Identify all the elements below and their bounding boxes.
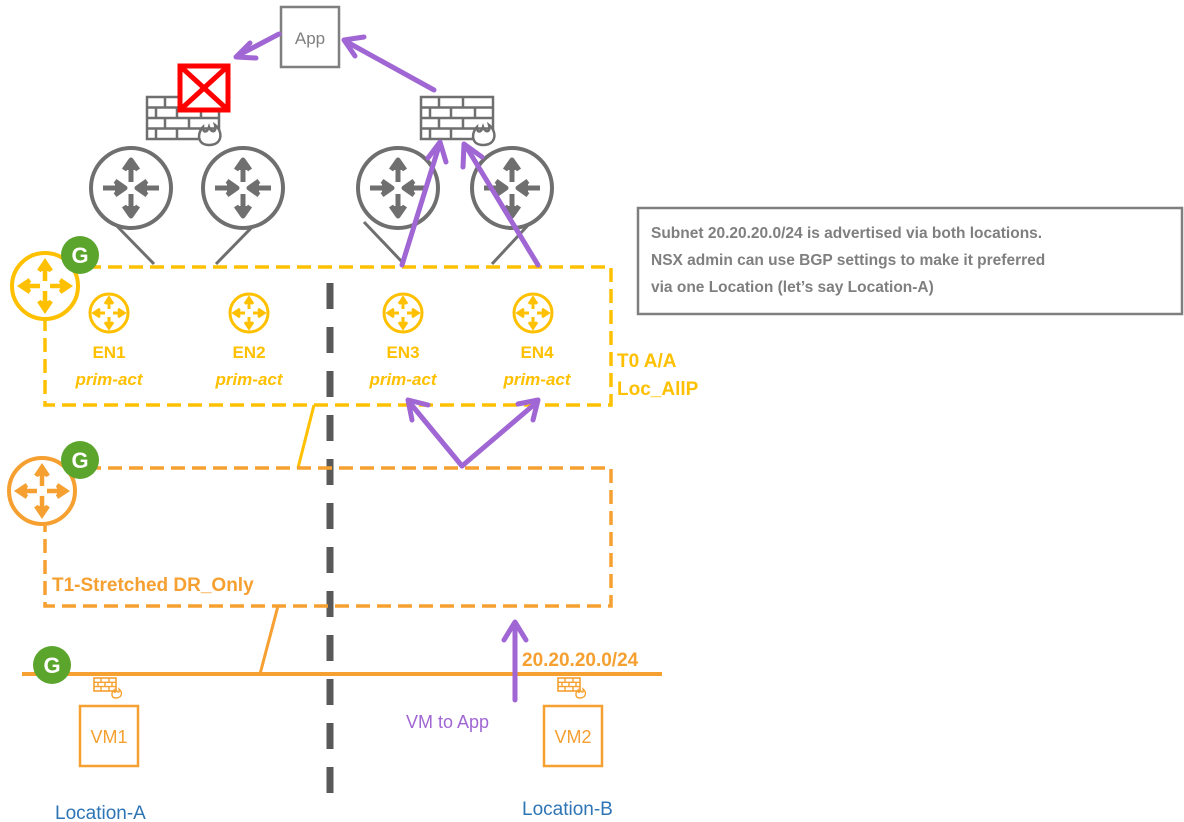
- firewall-icon: [419, 95, 496, 147]
- t0-label-line2: Loc_AllP: [617, 379, 699, 400]
- segment-subnet-label: 20.20.20.0/24: [522, 650, 639, 671]
- vm-box[interactable]: [78, 704, 140, 768]
- location-b-label: Location-B: [522, 799, 613, 820]
- edge-node-mode: prim-act: [74, 370, 143, 389]
- edge-node-name: EN1: [92, 343, 125, 362]
- note-line2: NSX admin can use BGP settings to make i…: [651, 252, 1045, 269]
- edge-node-mode: prim-act: [502, 370, 571, 389]
- distributed-firewall-icon: [557, 677, 587, 699]
- edge-router-icon: [512, 292, 554, 334]
- distributed-firewall-icon: [93, 677, 123, 699]
- edge-node-mode: prim-act: [214, 370, 283, 389]
- t1-router-icon: [7, 456, 77, 526]
- traffic-flow: [233, 31, 541, 703]
- edge-node-name: EN4: [520, 343, 554, 362]
- edge-router-icon: [228, 292, 270, 334]
- t0-t1-link: [296, 404, 316, 469]
- gateway-badge-label: G: [71, 243, 88, 268]
- vm-label: VM2: [554, 727, 591, 747]
- router-icon: [472, 148, 552, 228]
- uplink-lines: [111, 220, 533, 266]
- t1-box: [43, 466, 613, 608]
- flow-label: VM to App: [406, 712, 489, 732]
- t1-segment-link: [258, 605, 280, 675]
- edge-node-name: EN3: [386, 343, 419, 362]
- gateway-badge-label: G: [71, 448, 88, 473]
- t0-box: [43, 265, 613, 407]
- edge-router-icon: [382, 292, 424, 334]
- note-line3: via one Location (let’s say Location-A): [651, 279, 934, 296]
- app-box[interactable]: [279, 5, 341, 69]
- edge-node-mode: prim-act: [368, 370, 437, 389]
- edge-router-icon: [88, 292, 130, 334]
- blocked-icon: [177, 63, 231, 113]
- t0-label-line1: T0 A/A: [617, 351, 677, 372]
- note-box: [636, 206, 1184, 316]
- t0-router-icon: [10, 251, 80, 321]
- t1-label: T1-Stretched DR_Only: [52, 575, 254, 596]
- gateway-badge-label: G: [43, 653, 60, 678]
- app-label: App: [295, 29, 325, 48]
- location-a-label: Location-A: [55, 803, 146, 822]
- vm-label: VM1: [90, 727, 127, 747]
- vm-box[interactable]: [542, 704, 604, 768]
- router-icon: [91, 148, 171, 228]
- router-icon: [203, 148, 283, 228]
- note-line1: Subnet 20.20.20.0/24 is advertised via b…: [651, 225, 1042, 242]
- edge-node-name: EN2: [232, 343, 265, 362]
